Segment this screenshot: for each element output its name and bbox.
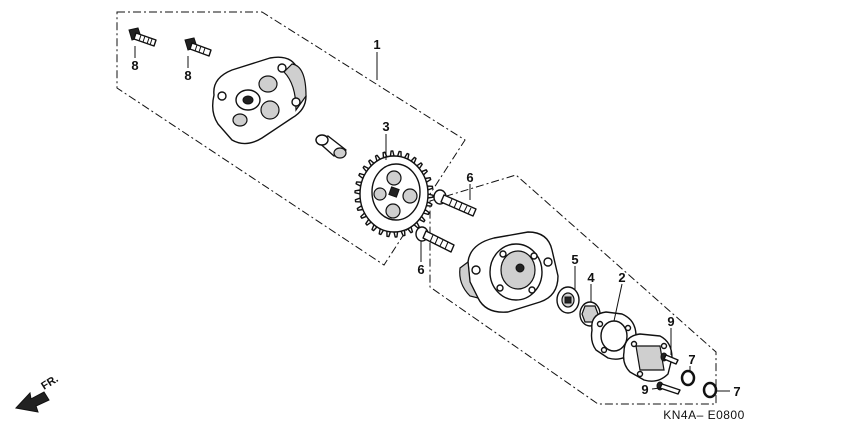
callout-6-lower: 6 xyxy=(417,262,424,277)
bolt-8-left xyxy=(128,27,157,47)
screw-9-lower xyxy=(656,381,681,395)
callout-1: 1 xyxy=(373,37,380,52)
bolt-6-upper xyxy=(433,189,477,217)
leader-9b xyxy=(651,387,661,390)
bolt-8-right xyxy=(184,37,212,57)
oil-pump-cover xyxy=(459,231,559,313)
callout-8-left: 8 xyxy=(131,58,138,73)
callout-2: 2 xyxy=(618,270,625,285)
callout-7-lower: 7 xyxy=(733,384,740,399)
callout-3: 3 xyxy=(382,119,389,134)
front-direction-arrow: FR. xyxy=(15,373,61,413)
callout-4: 4 xyxy=(587,270,595,285)
front-direction-label: FR. xyxy=(39,373,60,393)
o-ring-7-lower xyxy=(702,381,718,399)
callout-6-upper: 6 xyxy=(466,170,473,185)
callout-9-upper: 9 xyxy=(667,314,674,329)
shaft-pin xyxy=(315,134,347,159)
o-ring-7-upper xyxy=(680,369,696,387)
oil-pump-body-1 xyxy=(211,56,307,145)
drawing-code: KN4A– E0800 xyxy=(663,408,745,422)
oil-pump-gear-3 xyxy=(354,150,434,238)
assembly-frame-pump-body xyxy=(116,11,466,266)
callout-5: 5 xyxy=(571,252,578,267)
callout-8-right: 8 xyxy=(184,68,191,83)
end-plate xyxy=(622,333,673,382)
callout-9-lower: 9 xyxy=(641,382,648,397)
callout-7-upper: 7 xyxy=(688,352,695,367)
bolt-6-lower xyxy=(415,226,455,253)
inner-rotor-5 xyxy=(556,286,580,314)
leader-2 xyxy=(613,283,623,322)
screw-9-upper xyxy=(660,352,679,365)
assembly-frame-pump-cover xyxy=(429,174,717,405)
